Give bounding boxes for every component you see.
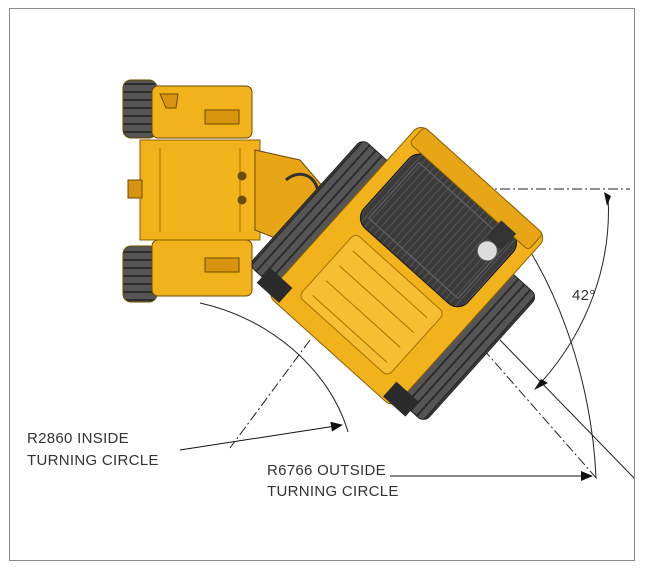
rotated-centerline (411, 267, 599, 481)
inside-turning-arc (199, 302, 349, 433)
inside-circle-label-line1: R2860 INSIDE (27, 430, 129, 447)
rear-frame (122, 79, 331, 303)
inside-radius-line (229, 339, 311, 449)
engine-housing (139, 139, 261, 241)
angle-arc (536, 195, 609, 388)
operator-platform (300, 234, 443, 375)
front-plate (410, 127, 542, 249)
inside-circle-label-line2: TURNING CIRCLE (27, 452, 159, 469)
front-frame (251, 127, 544, 420)
inside-leader-arrow (179, 421, 343, 451)
outside-circle-label-line1: R6766 OUTSIDE (267, 462, 386, 479)
angle-arrow-top (604, 192, 611, 206)
outside-radius-line (499, 339, 635, 479)
outside-circle-label-line2: TURNING CIRCLE (267, 483, 399, 500)
angle-arrow-bottom (534, 379, 548, 390)
articulation-angle-label: 42° (572, 287, 596, 304)
